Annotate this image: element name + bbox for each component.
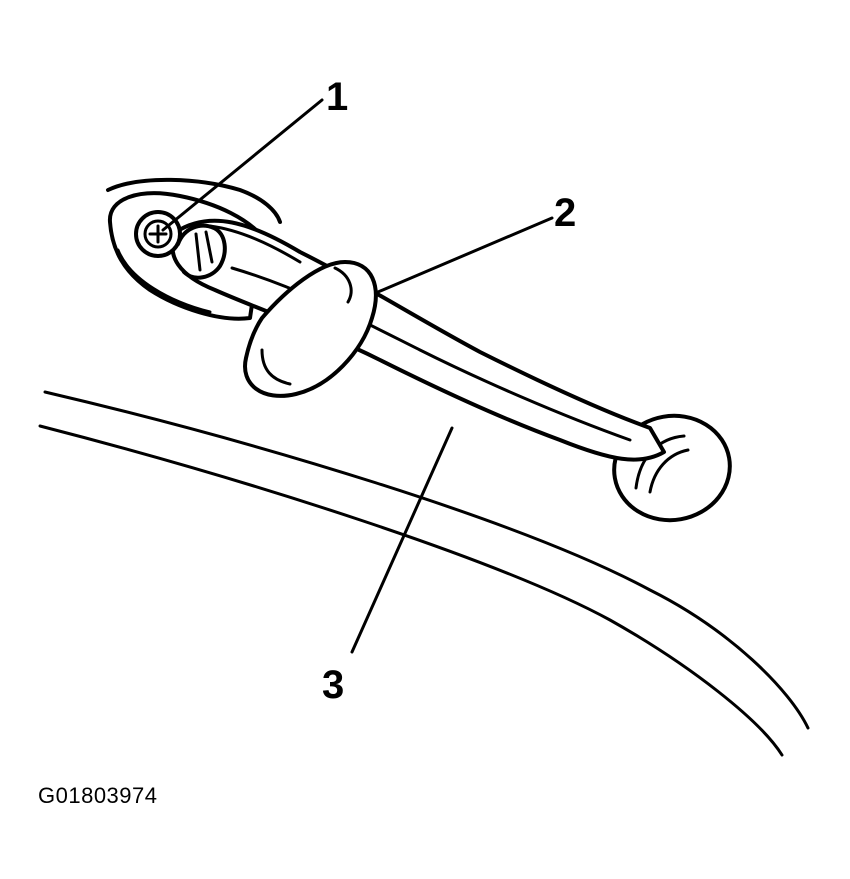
assist-handle — [170, 218, 666, 462]
handle-cap — [243, 260, 378, 398]
screw — [134, 210, 182, 258]
figure-id: G01803974 — [38, 783, 158, 808]
callout-2: 2 — [554, 191, 576, 235]
leader-lines — [161, 98, 554, 654]
callout-1: 1 — [326, 75, 348, 119]
callout-3: 3 — [322, 663, 344, 707]
headliner-edge — [38, 390, 810, 757]
leader-line-3 — [350, 426, 454, 654]
leader-line-2 — [376, 216, 554, 294]
leader-line-1 — [161, 98, 324, 232]
